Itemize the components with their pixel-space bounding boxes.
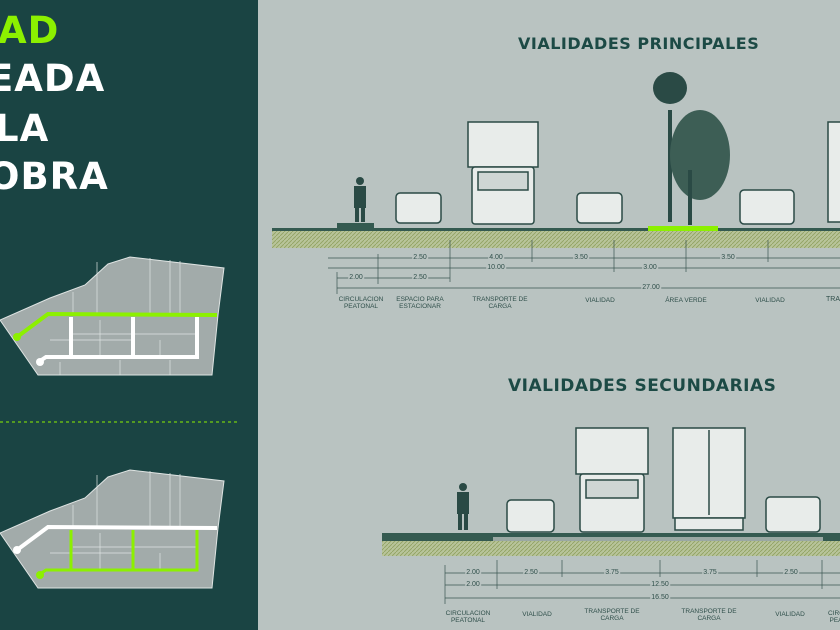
dim-peatonal: 2.00 xyxy=(465,569,481,576)
headline-line-1: AD xyxy=(0,9,60,52)
dim-vialidad: 3.50 xyxy=(573,254,589,261)
section-principal xyxy=(272,72,840,294)
label-transporte: TRANSPORTE DE CARGA xyxy=(584,608,640,623)
dim-area-verde: 3.00 xyxy=(642,264,658,271)
dim-transporte: 3.75 xyxy=(604,569,620,576)
label-vialidad: VIALIDAD xyxy=(585,297,615,304)
label-estacionar: ESPACIO PARA ESTACIONAR xyxy=(396,296,444,311)
title-vialidades-principales: VIALIDADES PRINCIPALES xyxy=(518,34,760,53)
section-secundaria xyxy=(382,427,840,604)
label-transporte: TRANSPORTE DE CARGA xyxy=(472,296,528,311)
dim-10: 10.00 xyxy=(486,264,506,271)
label-vialidad-2: VIALIDAD xyxy=(755,297,785,304)
site-map-principal xyxy=(0,256,225,376)
tree-icons xyxy=(653,72,730,225)
dim-12-50: 12.50 xyxy=(650,581,670,588)
label-circulacion: CIRCULACION PEATONAL xyxy=(338,296,384,311)
headline-line-2: EADA xyxy=(0,57,106,100)
label-circulacion-2: CIRC PEA xyxy=(828,610,840,625)
dim-estacionar-2: 2.50 xyxy=(412,274,428,281)
car-icons xyxy=(395,189,795,225)
dim-total: 16.50 xyxy=(650,594,670,601)
dim-peatonal-2: 2.00 xyxy=(465,581,481,588)
vehicle-icons xyxy=(506,427,821,533)
label-area-verde: ÁREA VERDE xyxy=(665,297,707,304)
pedestrian-icon xyxy=(457,483,469,530)
headline-line-4: OBRA xyxy=(0,155,109,198)
dim-estacionar: 2.50 xyxy=(412,254,428,261)
dim-vialidad-2: 3.50 xyxy=(720,254,736,261)
truck-icons xyxy=(467,121,840,225)
label-transporte-2: TRA xyxy=(826,296,840,303)
dim-peatonal: 2.00 xyxy=(348,274,364,281)
left-panel: AD EADA LA OBRA xyxy=(0,0,258,630)
pedestrian-icon xyxy=(354,177,366,222)
dim-transporte-2: 3.75 xyxy=(702,569,718,576)
label-circulacion: CIRCULACION PEATONAL xyxy=(445,610,491,625)
site-maps xyxy=(0,256,240,589)
dim-transporte: 4.00 xyxy=(488,254,504,261)
label-vialidad: VIALIDAD xyxy=(522,611,552,618)
dim-total: 27.00 xyxy=(641,284,661,291)
label-vialidad-2: VIALIDAD xyxy=(775,611,805,618)
label-transporte-2: TRANSPORTE DE CARGA xyxy=(681,608,737,623)
site-map-secundaria xyxy=(0,469,225,589)
dim-vialidad-2: 2.50 xyxy=(783,569,799,576)
title-vialidades-secundarias: VIALIDADES SECUNDARIAS xyxy=(508,376,777,396)
headline-line-3: LA xyxy=(0,107,50,150)
dim-vialidad: 2.50 xyxy=(523,569,539,576)
